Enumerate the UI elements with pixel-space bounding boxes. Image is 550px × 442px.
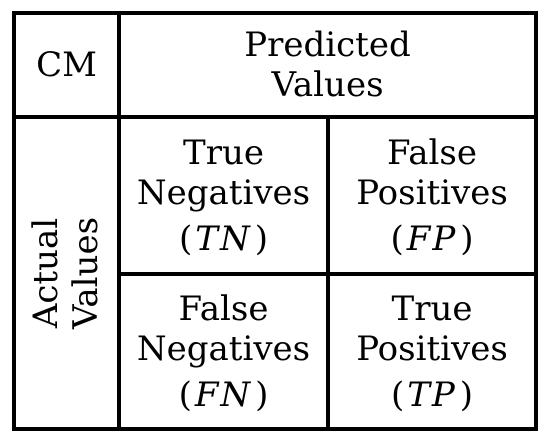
cell-tp-line2: Positives — [356, 328, 508, 369]
cell-fp-line2: Positives — [356, 172, 508, 213]
cell-false-positives: False Positives (FP) — [330, 119, 534, 272]
predicted-values-header: Predicted Values — [121, 15, 534, 115]
predicted-header-line1: Predicted — [244, 25, 411, 65]
grid-lines — [12, 11, 538, 431]
corner-label: CM — [36, 45, 97, 85]
cell-true-negatives: True Negatives (TN) — [121, 119, 326, 272]
confusion-matrix: CM Predicted Values Actual Values True N… — [12, 11, 538, 431]
actual-values-header: Actual Values — [16, 119, 117, 427]
cell-fp-abbr: (FP) — [390, 218, 474, 259]
actual-header-line2: Values — [66, 216, 107, 330]
cell-fp-line1: False — [387, 132, 477, 173]
predicted-header-line2: Values — [271, 65, 384, 105]
cell-tp-abbr: (TP) — [390, 374, 474, 415]
actual-header-line1: Actual — [26, 217, 67, 329]
outer-border — [12, 11, 538, 431]
cell-true-positives: True Positives (TP) — [330, 276, 534, 427]
cell-false-negatives: False Negatives (FN) — [121, 276, 326, 427]
corner-cell: CM — [16, 15, 117, 115]
cell-fn-line1: False — [178, 288, 269, 329]
cell-fn-line2: Negatives — [136, 328, 311, 369]
cell-fn-abbr: (FN) — [178, 374, 269, 415]
cell-tp-line1: True — [391, 288, 473, 329]
cell-tn-abbr: (TN) — [179, 218, 268, 259]
cell-tn-line2: Negatives — [136, 172, 311, 213]
cell-tn-line1: True — [183, 132, 264, 173]
